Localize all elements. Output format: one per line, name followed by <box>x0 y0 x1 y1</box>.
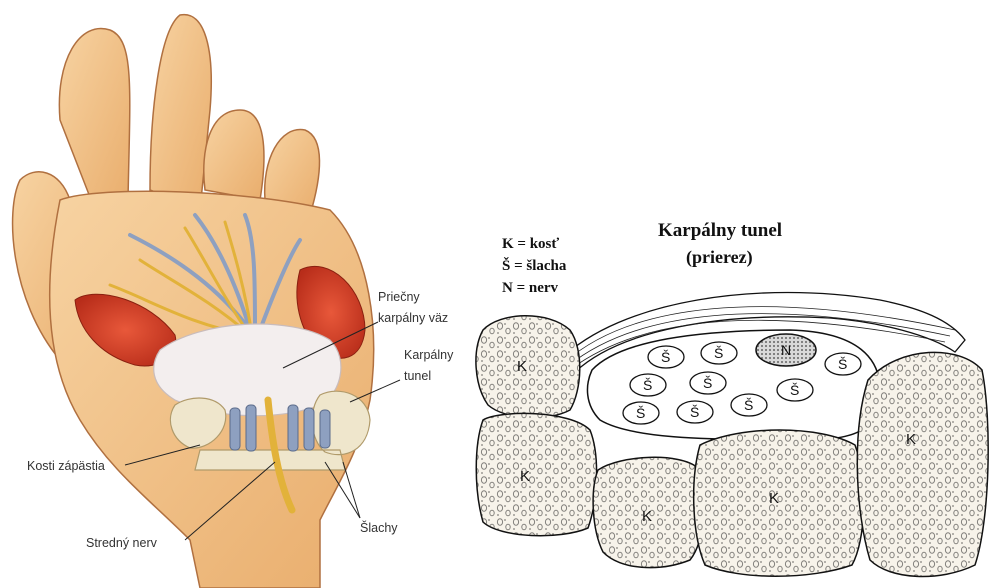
label-transverse-ligament-line1: Priečny <box>378 290 420 304</box>
cross-section-title: Karpálny tunel <box>658 220 782 241</box>
bone-label: K <box>769 490 779 507</box>
tendon-label: Š <box>714 345 723 361</box>
label-wrist-bones: Kosti zápästia <box>27 459 105 473</box>
ring-finger <box>204 110 264 200</box>
label-carpal-tunnel-line1: Karpálny <box>404 348 454 362</box>
label-median-nerve: Stredný nerv <box>86 536 158 550</box>
cross-section-diagram: K K K K K N Š Š Š Š Š Š Š Š Š <box>476 293 988 577</box>
tendon-label: Š <box>790 382 799 398</box>
tendon-label: Š <box>703 375 712 391</box>
label-transverse-ligament-line2: karpálny väz <box>378 311 448 325</box>
legend-tendon: Š = šlacha <box>502 257 567 274</box>
label-tendons: Šlachy <box>360 520 398 535</box>
bone-label: K <box>906 431 916 448</box>
index-finger <box>59 28 129 210</box>
bone-label: K <box>642 508 652 525</box>
bone-label: K <box>517 358 527 375</box>
tendon-label: Š <box>643 377 652 393</box>
tendon-label: Š <box>661 349 670 365</box>
bone-top-left-texture <box>476 316 580 418</box>
legend-nerve: N = nerv <box>502 280 559 296</box>
cross-section-subtitle: (prierez) <box>686 247 753 268</box>
tendon-label: Š <box>690 404 699 420</box>
tendon-label: Š <box>636 405 645 421</box>
tendon-label: Š <box>744 397 753 413</box>
hand-illustration <box>13 15 374 588</box>
legend-bone: K = kosť <box>502 236 559 252</box>
bone-label: K <box>520 468 530 485</box>
bone-mid-left-texture <box>476 413 596 535</box>
label-carpal-tunnel-line2: tunel <box>404 369 431 383</box>
tendon-label: Š <box>838 356 847 372</box>
middle-finger <box>150 15 211 210</box>
legend: K = kosť Š = šlacha N = nerv <box>502 236 567 296</box>
bone-right-texture <box>857 352 988 576</box>
nerve-label: N <box>781 342 791 358</box>
